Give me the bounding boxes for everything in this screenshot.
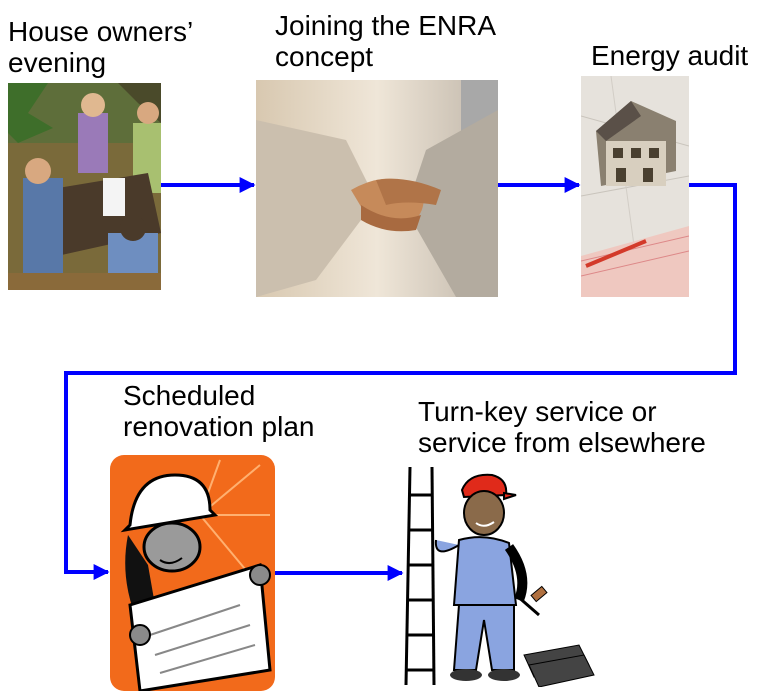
step-label-renovation-plan: Scheduled renovation plan — [123, 380, 315, 442]
meeting-clipart-icon — [8, 83, 161, 290]
step-label-energy-audit: Energy audit — [591, 40, 749, 71]
step-label-house-owners-evening: House owners’ evening — [8, 16, 194, 78]
step-label-turn-key-service: Turn-key service or service from elsewhe… — [418, 396, 706, 458]
handshake-photo-icon — [256, 80, 498, 297]
step-label-joining-enra: Joining the ENRA concept — [275, 10, 497, 72]
engineer-with-plan-icon — [110, 455, 275, 691]
house-model-blueprint-icon — [581, 76, 689, 297]
worker-with-ladder-icon — [404, 465, 606, 687]
